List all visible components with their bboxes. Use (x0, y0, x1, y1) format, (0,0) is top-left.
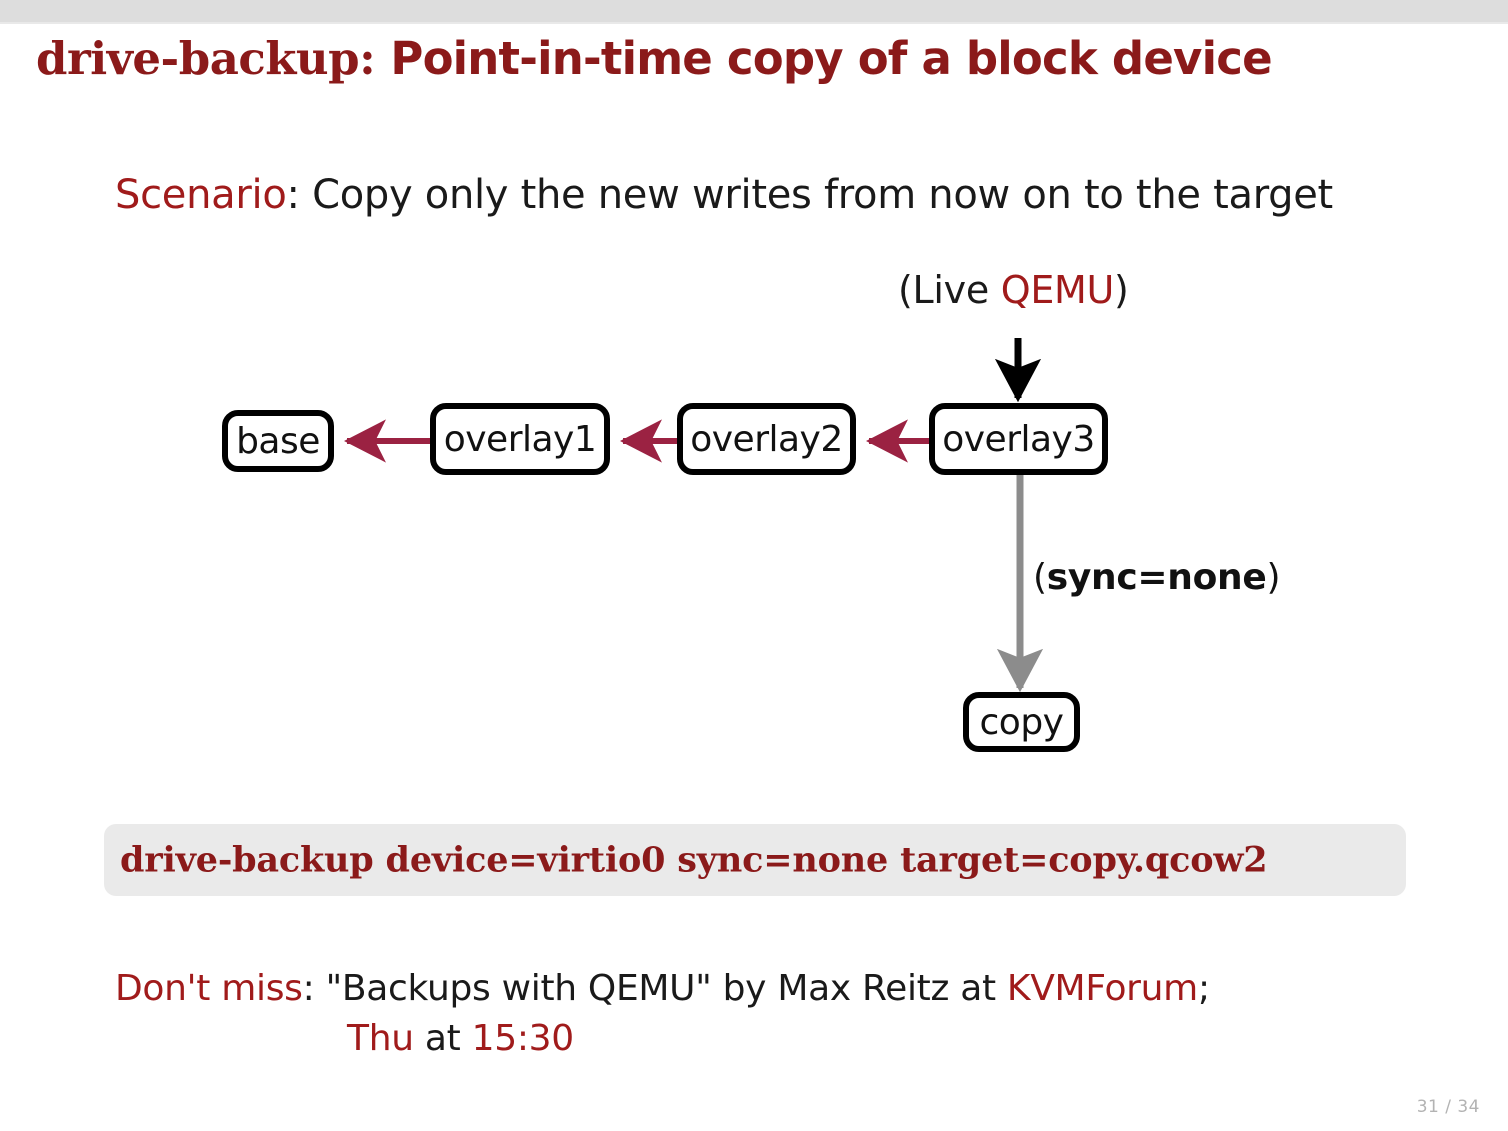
note-semicolon: ; (1197, 968, 1210, 1009)
talk-time: 15:30 (471, 1018, 575, 1059)
talk-day: Thu (347, 1018, 414, 1059)
page-number: 31 / 34 (1416, 1097, 1480, 1117)
sync-label-value: sync=none (1046, 557, 1267, 598)
node-overlay3[interactable]: overlay3 (929, 403, 1108, 475)
backing-chain-diagram: (Live QEMU) base overlay1 overlay2 overl… (0, 255, 1508, 785)
node-base[interactable]: base (222, 410, 334, 472)
talk-speaker: by Max Reitz at (711, 968, 1007, 1009)
dont-miss-colon: : (302, 968, 326, 1009)
live-label-open: (Live (898, 268, 1001, 312)
top-decoration-band (0, 0, 1508, 22)
scenario-line: Scenario: Copy only the new writes from … (115, 172, 1333, 218)
sync-mode-label: (sync=none) (1033, 557, 1281, 598)
talk-at-word: at (413, 1018, 472, 1059)
top-decoration-line (0, 22, 1508, 24)
page-title: drive-backup: Point-in-time copy of a bl… (36, 36, 1476, 81)
dont-miss-line-2: Thu at 15:30 (347, 1018, 574, 1059)
node-copy-label: copy (979, 701, 1064, 743)
live-qemu-label: (Live QEMU) (898, 268, 1129, 312)
node-overlay3-label: overlay3 (942, 418, 1095, 460)
scenario-colon: : (286, 172, 313, 218)
dont-miss-line-1: Don't miss: "Backups with QEMU" by Max R… (115, 968, 1210, 1009)
node-overlay2-label: overlay2 (690, 418, 843, 460)
scenario-label: Scenario (115, 172, 287, 218)
title-description: Point-in-time copy of a block device (390, 32, 1272, 85)
command-block: drive-backup device=virtio0 sync=none ta… (104, 824, 1406, 896)
dont-miss-lead: Don't miss (115, 968, 303, 1009)
sync-label-close: ) (1266, 557, 1281, 598)
node-overlay1-label: overlay1 (443, 418, 597, 460)
node-copy[interactable]: copy (963, 692, 1080, 752)
node-overlay1[interactable]: overlay1 (430, 403, 610, 475)
scenario-text: Copy only the new writes from now on to … (312, 172, 1333, 218)
title-command-name: drive-backup: (36, 32, 376, 85)
sync-label-open: ( (1033, 557, 1047, 598)
live-label-qemu: QEMU (1000, 268, 1115, 312)
command-text: drive-backup device=virtio0 sync=none ta… (120, 839, 1268, 881)
node-overlay2[interactable]: overlay2 (677, 403, 856, 475)
node-base-label: base (236, 420, 320, 462)
live-label-close: ) (1114, 268, 1129, 312)
talk-venue: KVMForum (1006, 968, 1198, 1009)
talk-title: "Backups with QEMU" (325, 968, 712, 1009)
diagram-arrows-layer (344, 338, 1044, 693)
